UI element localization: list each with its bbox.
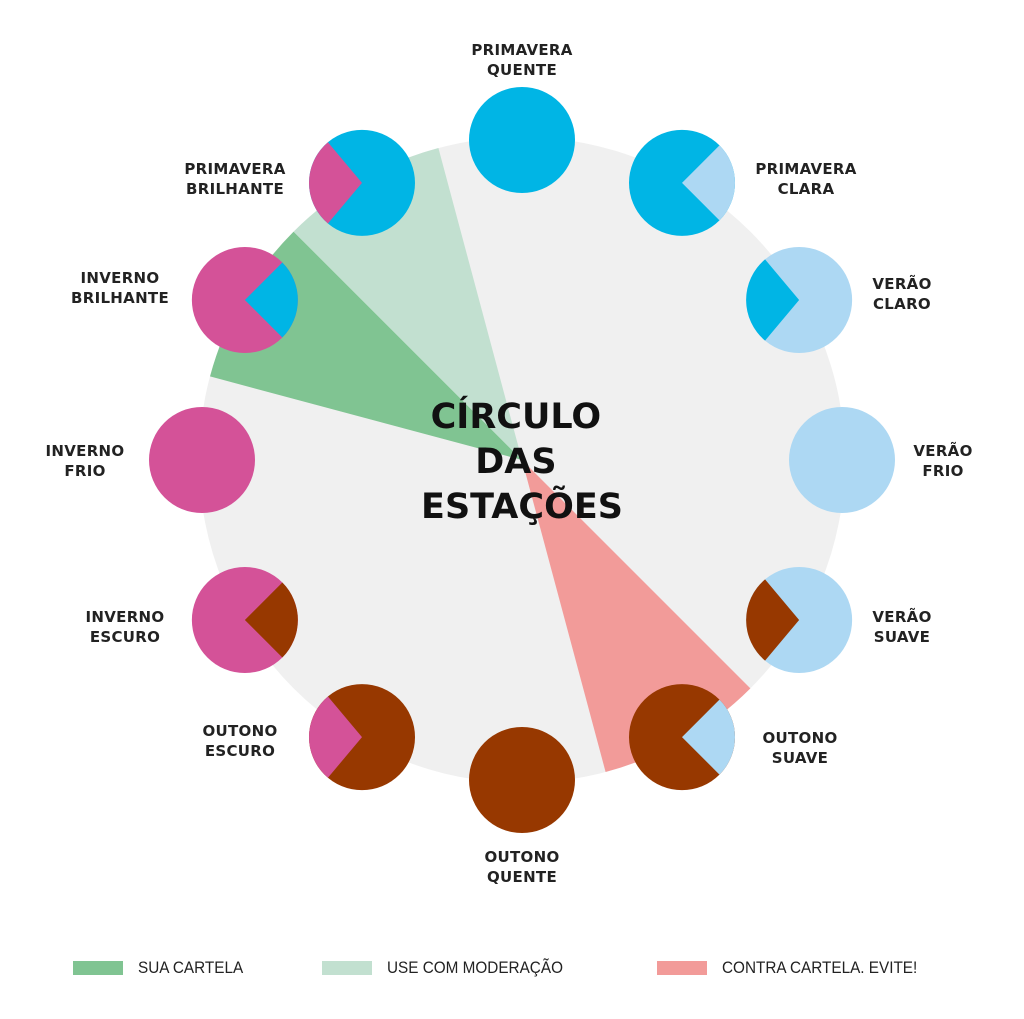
season-dot-inverno-frio [149,407,255,513]
season-label-primavera-brilhante: PRIMAVERA BRILHANTE [184,160,285,198]
season-label-line: VERÃO [872,607,931,626]
legend-label: USE COM MODERAÇÃO [387,958,563,977]
title: CÍRCULO DAS ESTAÇÕES [421,395,623,527]
season-label-line: INVERNO [86,608,165,626]
season-accent-wedge [746,579,800,661]
legend-label: SUA CARTELA [138,958,244,977]
season-label-line: OUTONO [202,722,277,740]
season-dot-primavera-brilhante [308,129,415,236]
season-accent-wedge [682,145,736,221]
legend-swatch [322,961,372,975]
season-main-color [789,407,895,513]
season-dot-verão-suave [746,567,853,673]
legend-swatch [73,961,123,975]
season-accent-wedge [309,696,362,778]
season-label-line: QUENTE [487,61,557,79]
season-dot-primavera-clara [629,129,736,236]
season-label-line: PRIMAVERA [471,41,572,59]
season-dot-outono-suave [629,684,735,791]
season-dot-verão-claro [746,247,853,353]
season-dot-outono-quente [469,727,575,833]
legend-label: CONTRA CARTELA. EVITE! [722,958,918,977]
season-label-line: ESCURO [205,742,275,760]
season-label-inverno-escuro: INVERNO ESCURO [86,608,165,646]
legend-swatch [657,961,707,975]
season-label-line: INVERNO [46,442,125,460]
legend-contra: CONTRA CARTELA. EVITE! [657,958,939,978]
season-label-line: SUAVE [772,749,828,767]
title-line-1: CÍRCULO [431,395,602,437]
season-label-inverno-brilhante: INVERNO BRILHANTE [71,269,169,307]
season-label-line: FRIO [64,462,105,480]
season-label-outono-suave: OUTONO SUAVE [762,729,837,767]
season-label-primavera-clara: PRIMAVERA CLARA [755,160,856,198]
season-label-line: SUAVE [874,628,930,646]
season-accent-wedge [746,259,800,341]
season-accent-wedge [308,142,362,224]
season-main-color [149,407,255,513]
season-label-line: CLARA [778,180,835,198]
season-label-line: OUTONO [484,848,559,866]
season-label-line: VERÃO [913,441,972,460]
season-label-line: ESCURO [90,628,160,646]
season-label-primavera-quente: PRIMAVERA QUENTE [471,41,572,79]
season-label-line: VERÃO [872,274,931,293]
season-label-line: OUTONO [762,729,837,747]
season-label-line: CLARO [873,295,931,313]
season-accent-wedge [244,582,298,658]
title-line-2: DAS [475,442,556,482]
season-label-line: QUENTE [487,868,557,886]
title-line-3: ESTAÇÕES [421,485,623,527]
season-label-verão-claro: VERÃO CLARO [872,274,931,313]
season-label-outono-escuro: OUTONO ESCURO [202,722,277,760]
season-label-verão-frio: VERÃO FRIO [913,441,972,480]
season-label-line: PRIMAVERA [184,160,285,178]
legend-moderacao: USE COM MODERAÇÃO [322,958,583,978]
season-label-verão-suave: VERÃO SUAVE [872,607,931,646]
season-main-color [469,87,575,193]
season-accent-wedge [244,262,298,338]
season-label-line: INVERNO [81,269,160,287]
season-dot-verão-frio [789,407,895,513]
season-dot-outono-escuro [309,684,415,791]
season-label-line: FRIO [922,462,963,480]
season-label-inverno-frio: INVERNO FRIO [46,442,125,480]
season-label-outono-quente: OUTONO QUENTE [484,848,559,886]
season-accent-wedge [682,699,735,775]
season-label-line: BRILHANTE [186,180,284,198]
season-label-line: PRIMAVERA [755,160,856,178]
season-dot-inverno-escuro [191,567,298,673]
season-dot-primavera-quente [469,87,575,193]
season-dot-inverno-brilhante [191,247,298,353]
season-label-line: BRILHANTE [71,289,169,307]
season-main-color [469,727,575,833]
legend-sua-cartela: SUA CARTELA [73,958,255,978]
